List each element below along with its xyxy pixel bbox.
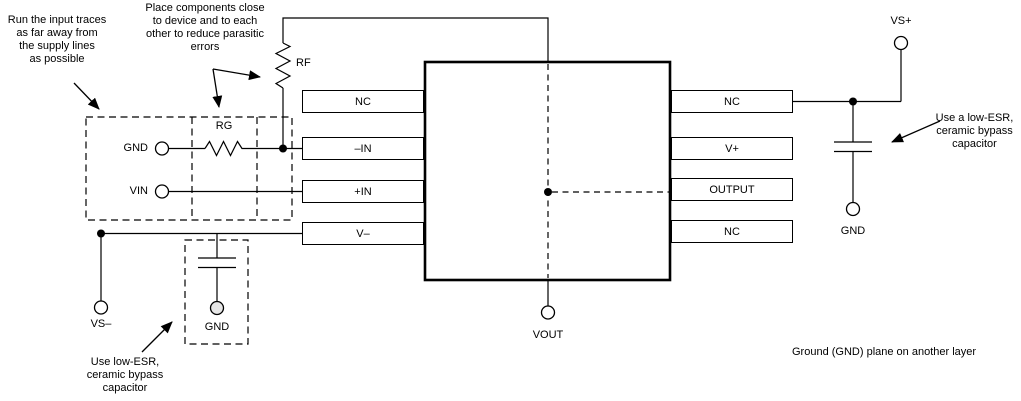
note-place-components: Place components close to device and to …	[145, 2, 265, 53]
vs-plus-junction-dot	[849, 97, 857, 106]
feedback-trace-rf-resistor	[274, 17, 549, 149]
rf-label: RF	[296, 57, 311, 69]
vs-minus-label: VS–	[90, 318, 112, 330]
vs-plus-network	[793, 49, 902, 203]
ic-pin-v-plus: V+	[671, 137, 793, 160]
ic-pin-v-minus: V–	[302, 222, 424, 245]
note-bypass-left: Use low-ESR, ceramic bypass capacitor	[86, 356, 164, 394]
bypass-left-arrow	[141, 321, 173, 353]
gnd-input-label: GND	[123, 142, 148, 154]
ic-pin-nc-right-top: NC	[671, 90, 793, 113]
note-input-traces: Run the input traces as far away from th…	[7, 14, 107, 65]
gnd-right-label: GND	[840, 225, 866, 237]
note-ground-plane: Ground (GND) plane on another layer	[792, 346, 977, 358]
input-traces-arrow	[73, 82, 100, 110]
input-components-dashed-box	[85, 116, 293, 221]
ic-internal-dashed-route	[547, 64, 669, 278]
vs-plus-terminal	[893, 35, 909, 51]
v-minus-rail	[100, 232, 302, 302]
rg-resistor	[204, 140, 246, 157]
gnd-bottom-label: GND	[204, 321, 230, 333]
rg-label: RG	[215, 120, 233, 132]
place-components-arrow-right	[212, 68, 261, 81]
vout-label: VOUT	[532, 329, 564, 341]
ic-pin-plus-in: +IN	[302, 180, 424, 203]
ic-center-via-dot	[544, 188, 552, 196]
ic-pin-output: OUTPUT	[671, 178, 793, 201]
ic-pin-nc-left: NC	[302, 90, 424, 113]
note-bypass-right: Use a low-ESR, ceramic bypass capacitor	[935, 112, 1014, 150]
vs-minus-terminal	[93, 300, 109, 315]
input-network-wires	[168, 140, 302, 193]
gnd-right-terminal	[845, 201, 861, 217]
vin-label: VIN	[129, 185, 148, 197]
gnd-bottom-terminal	[209, 300, 225, 316]
annotation-arrows	[73, 68, 941, 353]
ic-pin-nc-right-bottom: NC	[671, 220, 793, 243]
bypass-right-arrow	[891, 120, 941, 143]
feedback-junction-dot	[279, 144, 287, 153]
ic-pin-minus-in: –IN	[302, 137, 424, 160]
gnd-input-terminal	[154, 141, 170, 156]
vs-plus-label: VS+	[890, 15, 912, 27]
vout-terminal	[540, 305, 556, 320]
vin-terminal	[154, 184, 170, 199]
place-components-arrow-down	[212, 68, 223, 108]
bypass-cap-dashed-box	[184, 239, 249, 345]
v-minus-junction-dot	[97, 229, 105, 238]
